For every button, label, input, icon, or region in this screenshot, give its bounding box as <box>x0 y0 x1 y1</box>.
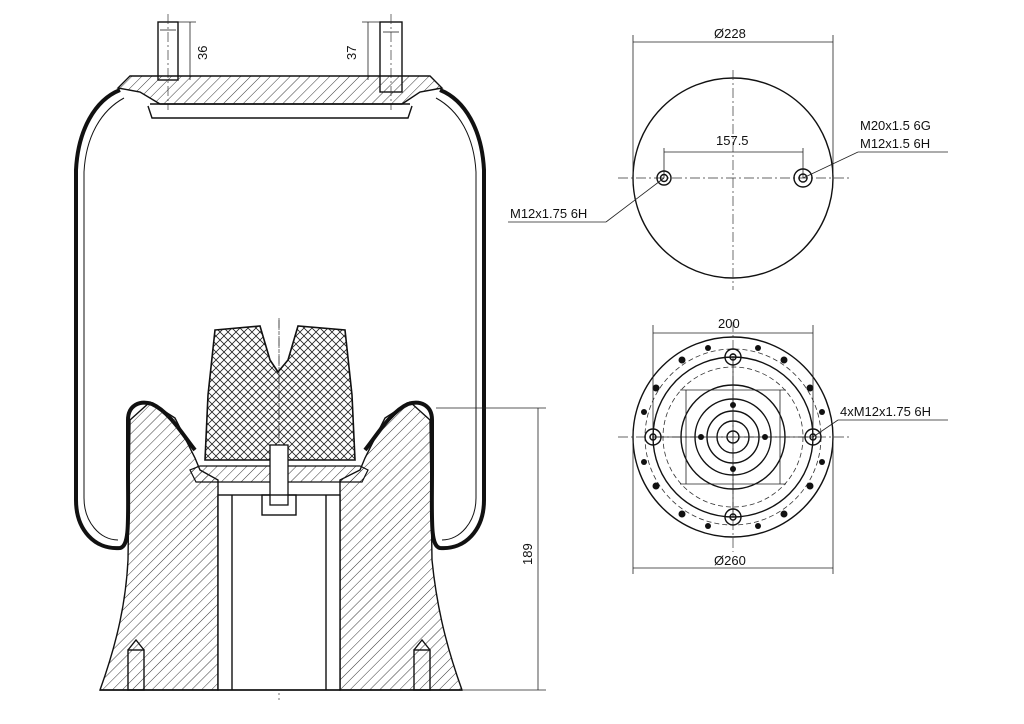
dim-bolt-circle: 200 <box>718 316 740 331</box>
rubber-bumper <box>204 325 356 461</box>
top-view: Ø228 157.5 M20x1.5 6G M12x1.5 6H M12x1.7… <box>508 26 948 290</box>
bottom-hole-right <box>413 649 431 691</box>
dim-stud-left: 36 <box>195 46 210 60</box>
mounting-holes <box>644 348 822 526</box>
holes-label: 4xM12x1.75 6H <box>840 404 931 419</box>
bottom-hole-left <box>127 649 145 691</box>
rim-clamp-points <box>641 345 825 529</box>
thread-label-right-1: M20x1.5 6G <box>860 118 931 133</box>
stud-hole-left <box>656 170 672 186</box>
dim-bottom-diameter: Ø260 <box>714 553 746 568</box>
side-view-section: 36 37 <box>74 14 546 700</box>
thread-label-left: M12x1.75 6H <box>510 206 587 221</box>
stud-height-dimensions: 36 37 <box>178 21 380 80</box>
piston-bore <box>217 494 341 691</box>
top-bead-plate <box>116 75 444 105</box>
piston-left <box>99 401 219 691</box>
piston-right <box>339 401 463 691</box>
height-dimension: 189 <box>436 407 546 691</box>
dim-stud-spacing: 157.5 <box>716 133 749 148</box>
bottom-view: 200 Ø260 4xM12x1.75 6H <box>618 316 948 574</box>
dim-overall-height: 189 <box>520 543 535 565</box>
thread-label-right-2: M12x1.5 6H <box>860 136 930 151</box>
dim-stud-right: 37 <box>344 46 359 60</box>
center-bolt <box>269 444 289 506</box>
stud-hole-right <box>793 168 813 188</box>
dim-top-diameter: Ø228 <box>714 26 746 41</box>
